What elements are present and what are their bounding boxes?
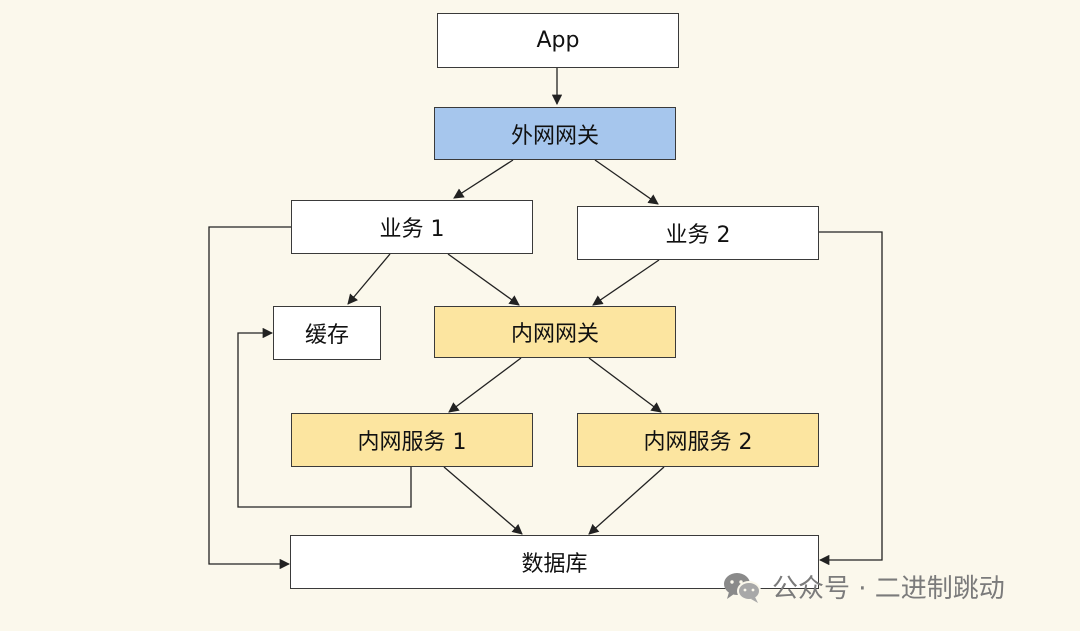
external-gateway-node: 外网网关 xyxy=(434,107,676,160)
arrow-service-2-to-internal-gateway xyxy=(592,259,660,306)
database-label: 数据库 xyxy=(521,552,588,577)
arrow-internal-service-1-to-cache xyxy=(237,327,412,508)
arrow-gateway-to-service-1 xyxy=(453,159,514,199)
app-node: App xyxy=(437,13,679,68)
wechat-icon xyxy=(724,572,761,603)
service-2-node: 业务 2 xyxy=(577,206,819,260)
watermark: 公众号 · 二进制跳动 xyxy=(722,568,1005,605)
service-2-label: 业务 2 xyxy=(665,223,731,248)
arrow-service-1-to-database xyxy=(208,226,291,570)
internal-service-2-node: 内网服务 2 xyxy=(577,413,819,467)
arrow-gateway-to-service-2 xyxy=(594,159,659,205)
internal-service-1-label: 内网服务 1 xyxy=(357,430,467,455)
internal-gateway-label: 内网网关 xyxy=(510,322,599,347)
cache-label: 缓存 xyxy=(304,323,349,348)
arrow-service-1-to-internal-gateway xyxy=(447,253,520,306)
watermark-text: 公众号 · 二进制跳动 xyxy=(772,574,1005,604)
service-1-node: 业务 1 xyxy=(291,200,533,254)
cache-node: 缓存 xyxy=(273,306,381,360)
internal-service-2-label: 内网服务 2 xyxy=(643,430,753,455)
service-1-label: 业务 1 xyxy=(379,217,445,242)
app-label: App xyxy=(536,28,580,53)
arrow-internal-service-2-to-database xyxy=(588,466,665,535)
arrow-internal-service-1-to-database xyxy=(443,466,523,535)
internal-gateway-node: 内网网关 xyxy=(434,306,676,358)
internal-service-1-node: 内网服务 1 xyxy=(291,413,533,467)
external-gateway-label: 外网网关 xyxy=(510,123,599,149)
arrow-service-2-to-database xyxy=(818,231,883,566)
arrow-service-1-to-cache xyxy=(347,253,391,305)
arrow-internal-gateway-to-internal-service-1 xyxy=(448,357,522,413)
arrow-internal-gateway-to-internal-service-2 xyxy=(588,357,662,413)
